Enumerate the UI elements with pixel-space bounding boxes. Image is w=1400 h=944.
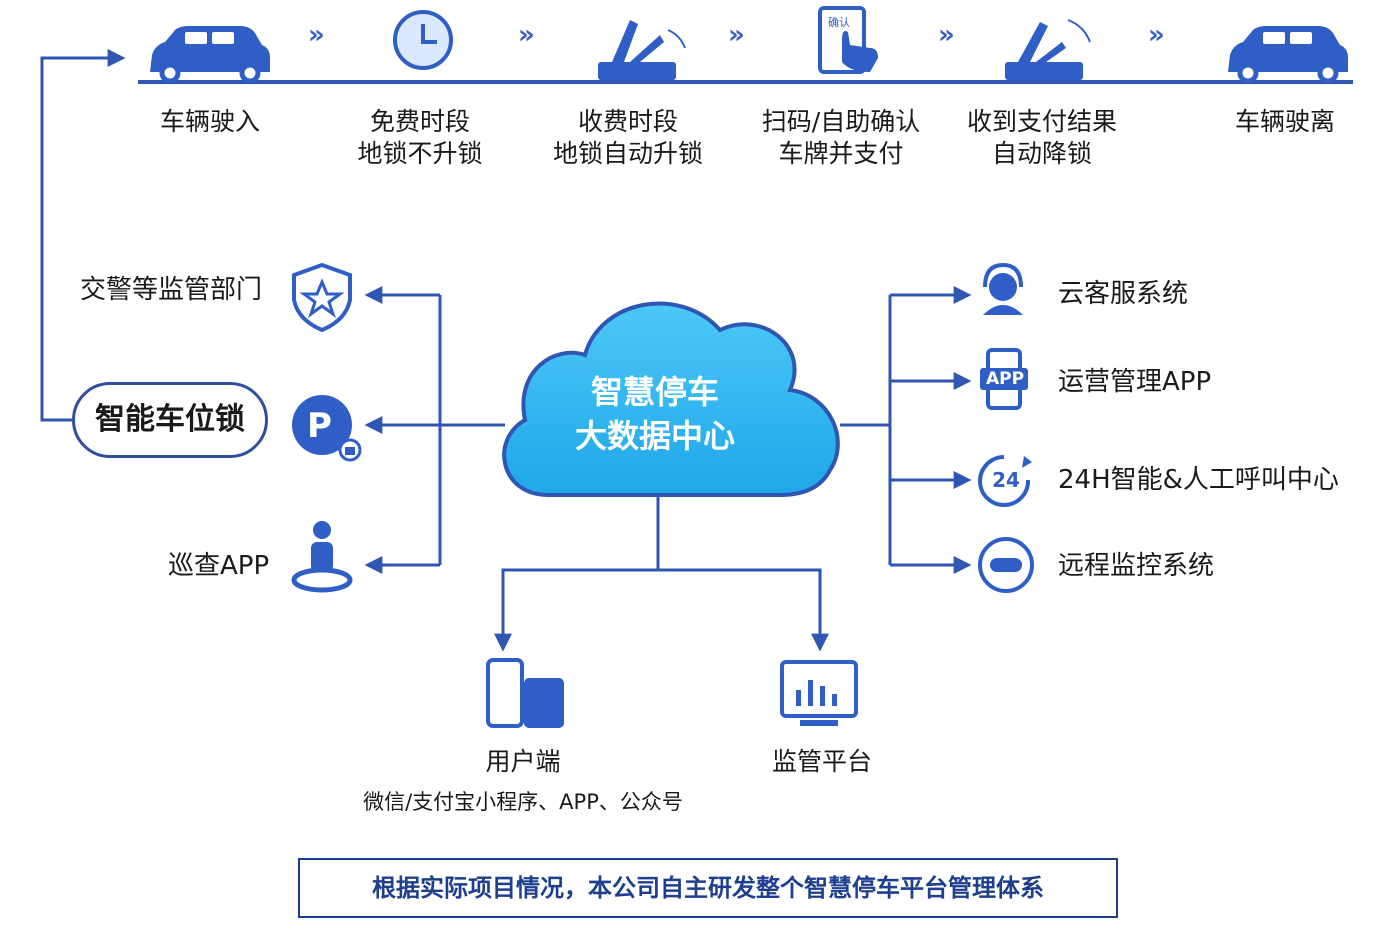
return-line <box>40 49 126 422</box>
patrol-app-label: 巡查APP <box>168 551 270 581</box>
app-badge-text: APP <box>985 369 1025 389</box>
remote-monitor-label: 远程监控系统 <box>1058 551 1215 581</box>
chevron-right-icon: » <box>938 20 955 50</box>
car-icon <box>1228 26 1348 84</box>
cloud-service-label: 云客服系统 <box>1058 279 1189 309</box>
car-icon <box>150 26 270 84</box>
parking-letter: P <box>307 406 332 446</box>
flow-step-free: 免费时段地锁不升锁 <box>357 107 483 168</box>
cloud-line-2: 大数据中心 <box>574 417 735 455</box>
footer-note: 根据实际项目情况，本公司自主研发整个智慧停车平台管理体系 <box>298 858 1118 918</box>
ops-app-label: 运营管理APP <box>1058 367 1212 397</box>
phone-scan-icon <box>818 6 878 74</box>
chevron-right-icon: » <box>308 20 325 50</box>
app-phone-icon <box>980 348 1028 410</box>
chevron-right-icon: » <box>518 20 535 50</box>
monitor-face-icon <box>978 537 1034 593</box>
patrol-person-icon <box>291 521 353 593</box>
user-end-title: 用户端 <box>485 747 561 776</box>
supervise-platform-title: 监管平台 <box>771 747 872 776</box>
chevron-right-icon: » <box>1148 20 1165 50</box>
parking-lock-icon <box>292 395 362 462</box>
police-shield-icon <box>292 262 352 333</box>
24h-text: 24 <box>992 468 1020 492</box>
cloud-shape <box>502 301 840 497</box>
to-supervise <box>658 568 829 652</box>
flow-step-exit: 车辆驶离 <box>1234 107 1335 136</box>
monitor-chart-icon <box>780 660 858 726</box>
flow-step-enter: 车辆驶入 <box>159 107 260 136</box>
smart-lock-box: 智能车位锁 <box>72 382 268 458</box>
flow-step-charge: 收费时段地锁自动升锁 <box>552 107 703 168</box>
phone-screen-text: 确认 <box>828 16 850 29</box>
call-center-label: 24H智能&人工呼叫中心 <box>1058 465 1339 495</box>
mobile-tablet-icon <box>486 658 564 728</box>
headset-agent-icon <box>983 262 1023 315</box>
chevron-right-icon: » <box>728 20 745 50</box>
timeline-bar <box>138 80 1353 84</box>
cloud-line-1: 智慧停车 <box>590 373 719 411</box>
24h-icon <box>978 455 1032 507</box>
cloud-label: 智慧停车 大数据中心 <box>555 370 755 458</box>
flow-step-result: 收到支付结果自动降锁 <box>966 107 1117 168</box>
clock-icon <box>393 10 453 70</box>
user-end-subtitle: 微信/支付宝小程序、APP、公众号 <box>363 790 683 814</box>
to-user <box>494 568 658 652</box>
traffic-dept-label: 交警等监管部门 <box>80 275 263 305</box>
flow-step-pay: 扫码/自助确认车牌并支付 <box>761 107 921 168</box>
lock-raise-icon <box>598 20 686 80</box>
lock-lower-icon <box>1005 19 1091 80</box>
